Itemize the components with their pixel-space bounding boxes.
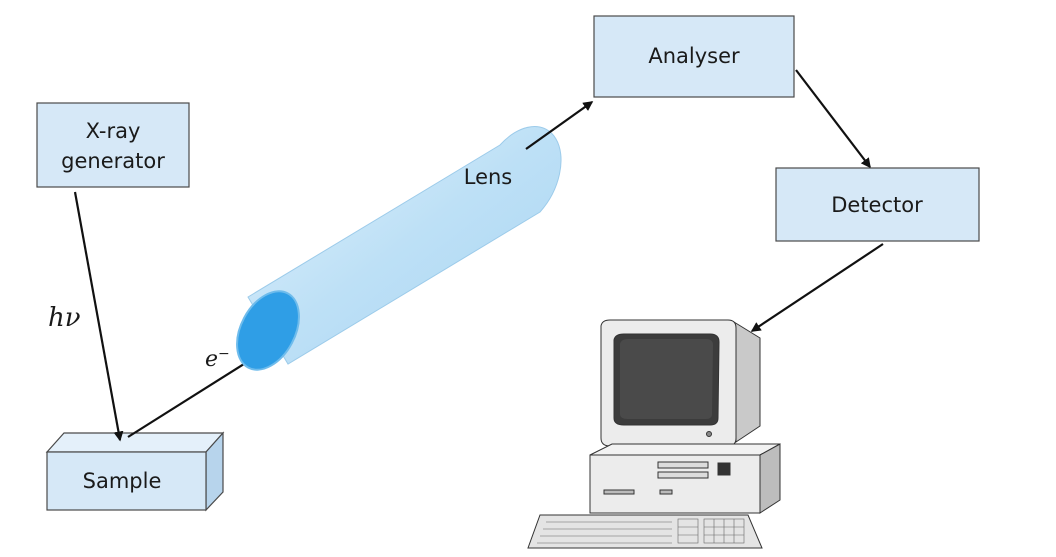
lens-cylinder: Lens xyxy=(236,126,562,371)
lens-to-analyser-arrow xyxy=(525,101,594,150)
analyser-box: Analyser xyxy=(593,15,795,98)
sample-label: Sample xyxy=(83,469,162,493)
lens-label: Lens xyxy=(464,165,513,189)
analyser-label: Analyser xyxy=(648,44,740,68)
photon-arrow xyxy=(73,191,124,442)
detector-box: Detector xyxy=(775,167,980,242)
photon-label: hν xyxy=(48,303,81,333)
sample-box: Sample xyxy=(45,431,225,512)
xray-generator-label-line2: generator xyxy=(61,149,165,173)
detector-label: Detector xyxy=(831,193,923,217)
xray-generator-label-line1: X-ray xyxy=(86,119,141,143)
detector-to-computer-arrow xyxy=(750,243,884,332)
electron-path xyxy=(127,351,264,438)
computer-icon xyxy=(527,319,781,549)
analyser-to-detector-arrow xyxy=(795,69,871,169)
electron-label: e− xyxy=(205,346,230,372)
xray-generator-box: X-ray generator xyxy=(36,102,190,188)
